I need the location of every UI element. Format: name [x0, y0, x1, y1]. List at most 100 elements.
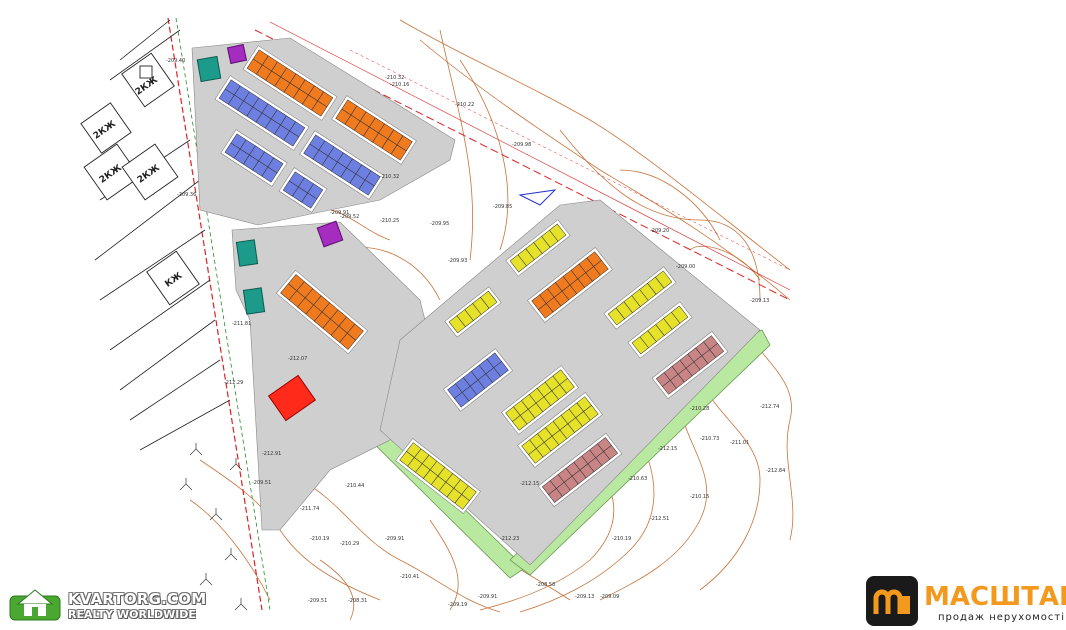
house [139, 65, 153, 79]
masshtab-logo: МАСШТАБ продаж нерухомості [866, 576, 1066, 626]
orange-garage-block [242, 45, 338, 121]
garage-unit [454, 494, 470, 510]
elevation-mark: -210.41 [400, 574, 419, 580]
garage-unit [603, 445, 619, 460]
brand-tagline: продаж нерухомості [938, 612, 1065, 623]
garage-unit [283, 130, 300, 147]
kvartorg-watermark: KVARTORG.COM REALTY WORLDWIDE [8, 586, 206, 626]
garage-blocks [214, 45, 729, 514]
yellow-garage-block [627, 301, 693, 359]
elevation-mark: -209.98 [512, 142, 531, 148]
elevation-mark: -208.31 [348, 598, 367, 604]
garage-unit [671, 305, 689, 324]
elevation-mark: -209.91 [478, 594, 497, 600]
garage-unit [311, 100, 328, 117]
purple-building [226, 43, 248, 65]
orange-garage-block [276, 269, 368, 355]
blue-garage-block [299, 130, 385, 200]
yellow-garage-block [603, 266, 677, 330]
elevation-mark: -209.00 [676, 264, 695, 270]
blue-garage-block [278, 167, 328, 213]
elevation-mark: -209.13 [575, 594, 594, 600]
house [121, 52, 175, 108]
orange-garage-block [331, 95, 417, 165]
elevation-mark: -210.44 [345, 483, 364, 489]
elevation-labels: -209.40-209.36-210.32-210.16-210.22-209.… [166, 58, 785, 608]
elevation-mark: -209.91 [330, 210, 349, 216]
elevation-mark: -209.51 [308, 598, 327, 604]
yellow-garage-block [444, 286, 502, 338]
yellow-garage-block [501, 365, 579, 435]
elevation-mark: -210.29 [340, 541, 359, 547]
elevation-mark: -210.15 [690, 494, 709, 500]
garage-unit [261, 166, 278, 183]
elevation-mark: -212.15 [658, 446, 677, 452]
watermark-subtitle: REALTY WORLDWIDE [68, 608, 196, 621]
garage-unit [339, 332, 357, 350]
yellow-garage-block [517, 392, 603, 468]
yellow-garage-block [395, 438, 481, 514]
elevation-mark: -212.15 [520, 481, 539, 487]
elevation-mark: -212.29 [224, 380, 243, 386]
teal-building [235, 239, 259, 267]
elevation-mark: -210.25 [380, 218, 399, 224]
elevation-mark: -211.81 [232, 321, 251, 327]
tree-symbols [179, 443, 248, 611]
houses [80, 52, 200, 306]
garage-unit [493, 361, 509, 377]
elevation-mark: -212.74 [760, 404, 779, 410]
garage-unit [655, 270, 673, 289]
elevation-mark: -209.91 [385, 536, 404, 542]
pink-garage-block [537, 432, 623, 508]
elevation-mark: -209.09 [600, 594, 619, 600]
elevation-mark: -210.22 [455, 102, 474, 108]
elevation-mark: -212.84 [766, 468, 785, 474]
elevation-mark: -209.95 [430, 221, 449, 227]
elevation-mark: -210.19 [612, 536, 631, 542]
small-buildings [196, 43, 344, 422]
m-logo-icon [866, 576, 918, 626]
purple-building [316, 220, 344, 248]
house [121, 143, 179, 201]
elevation-mark: -209.52 [340, 214, 359, 220]
elevation-mark: -209.51 [252, 480, 271, 486]
elevation-mark: -209.40 [166, 58, 185, 64]
elevation-mark: -211.01 [730, 440, 749, 446]
red-building [267, 374, 317, 422]
elevation-mark: -210.28 [690, 406, 709, 412]
elevation-mark: -212.51 [650, 516, 669, 522]
house [83, 143, 141, 201]
garage-unit [559, 378, 575, 394]
garage-unit [480, 290, 498, 309]
elevation-mark: -211.74 [300, 506, 319, 512]
elevation-mark: -212.07 [288, 356, 307, 362]
garage-unit [583, 405, 599, 421]
garage-unit [709, 343, 725, 358]
house-icon [9, 589, 61, 621]
elevation-mark: -210.73 [700, 436, 719, 442]
elevation-mark: -209.19 [448, 602, 467, 608]
blue-garage-block [443, 348, 513, 412]
elevation-mark: -209.93 [448, 258, 467, 264]
orange-garage-block [527, 247, 613, 323]
elevation-mark: -209.20 [650, 228, 669, 234]
elevation-mark: -212.91 [262, 451, 281, 457]
blue-garage-block [220, 129, 288, 187]
elevation-mark: -210.32 [380, 174, 399, 180]
elevation-mark: -210.19 [310, 536, 329, 542]
watermark-title: KVARTORG.COM [68, 590, 207, 608]
elevation-mark: -209.36 [177, 192, 196, 198]
garage-unit [301, 192, 318, 209]
garage-unit [390, 144, 407, 161]
teal-building [196, 55, 222, 83]
elevation-mark: -208.58 [536, 582, 555, 588]
house [80, 102, 132, 154]
elevation-mark: -209.13 [750, 298, 769, 304]
garage-unit [549, 223, 567, 242]
yellow-garage-block [505, 219, 571, 277]
elevation-mark: -210.63 [628, 476, 647, 482]
blue-garage-block [214, 75, 310, 151]
garage-unit [593, 260, 609, 276]
elevation-mark: -209.85 [493, 204, 512, 210]
